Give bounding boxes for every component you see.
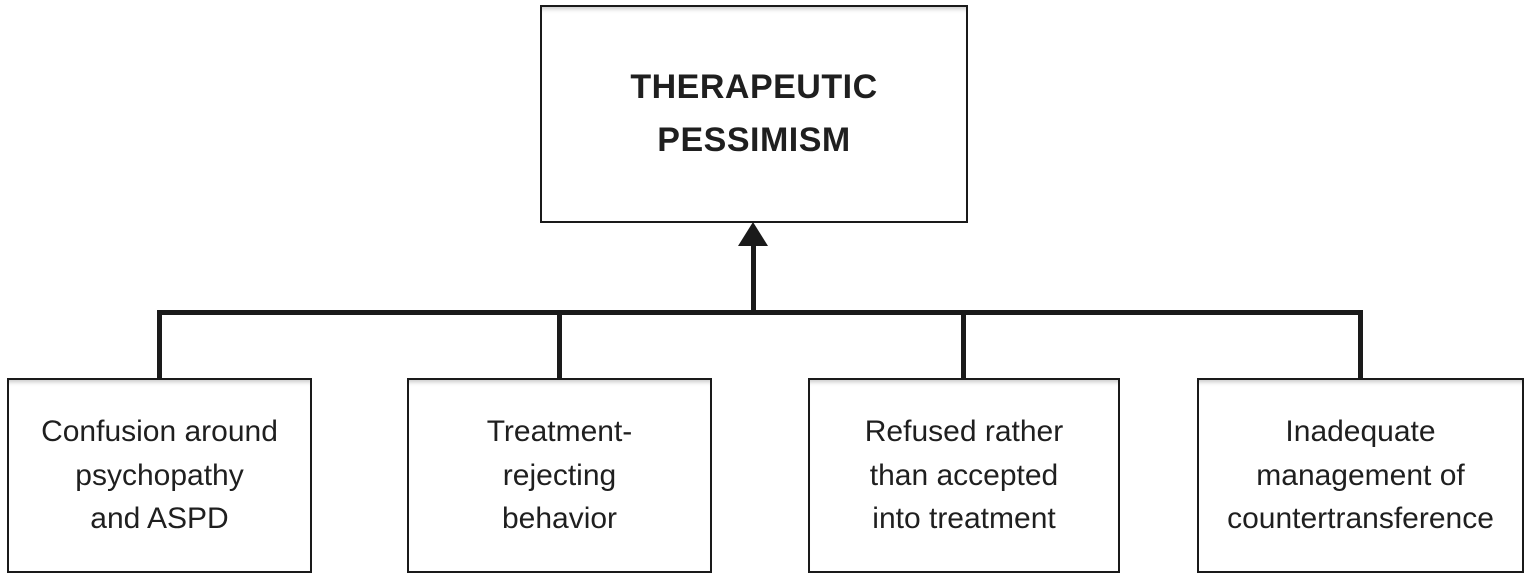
effect-box-therapeutic-pessimism: THERAPEUTIC PESSIMISM [540,5,968,223]
connector-stub-4 [1358,310,1363,378]
cause-box-refused-rather-than-accepted: Refused rather than accepted into treatm… [808,378,1120,573]
cause-box-treatment-rejecting-behavior: Treatment- rejecting behavior [407,378,712,573]
connector-stub-3 [961,310,966,378]
up-arrow-stem [751,242,756,312]
connector-stub-2 [557,310,562,378]
cause-label: Inadequate management of countertransfer… [1227,415,1494,536]
connector-horizontal-bus [157,310,1363,315]
effect-label: THERAPEUTIC PESSIMISM [630,68,878,159]
cause-label: Confusion around psychopathy and ASPD [41,415,278,536]
cause-box-confusion-psychopathy-aspd: Confusion around psychopathy and ASPD [7,378,312,573]
cause-box-inadequate-countertransference: Inadequate management of countertransfer… [1197,378,1524,573]
cause-label: Refused rather than accepted into treatm… [864,415,1064,536]
cause-label: Treatment- rejecting behavior [486,415,633,536]
connector-stub-1 [157,310,162,378]
